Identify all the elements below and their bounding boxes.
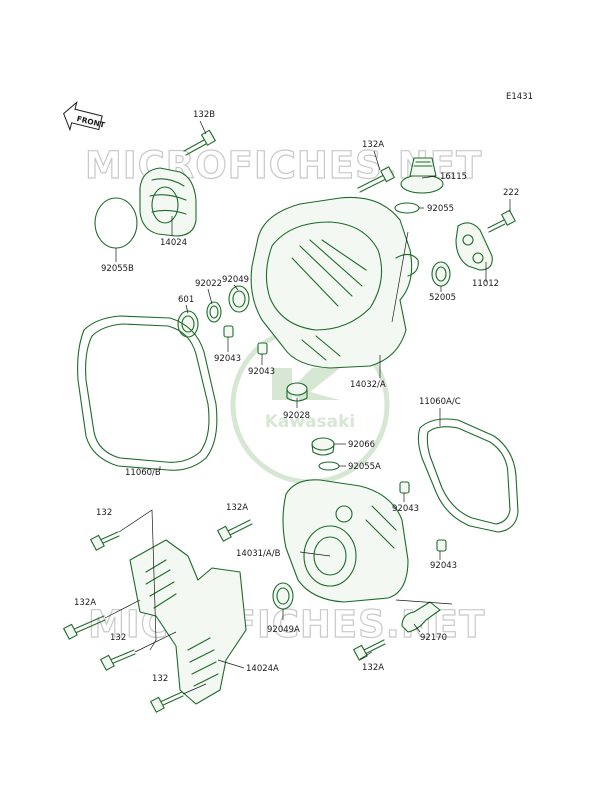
callout-132a-left: 132A <box>74 598 96 608</box>
callout-92028: 92028 <box>283 411 310 421</box>
callout-14024a: 14024A <box>246 664 279 674</box>
o-ring-92055 <box>394 202 420 214</box>
callout-92049a: 92049A <box>267 625 300 635</box>
callout-132a-top: 132A <box>362 140 384 150</box>
dowel-92043-d <box>436 539 447 552</box>
callout-92055a: 92055A <box>348 462 381 472</box>
clutch-cover-14032 <box>250 196 419 369</box>
seal-92049 <box>228 285 250 313</box>
bolt-132-a <box>90 531 120 551</box>
bolt-132b <box>183 129 216 156</box>
callout-92049: 92049 <box>222 275 249 285</box>
callout-132-a: 132 <box>96 508 112 518</box>
callout-92055b: 92055B <box>101 264 134 274</box>
bolt-132a-top <box>357 166 395 193</box>
plug-16115 <box>400 157 444 194</box>
callout-labels: 132B 132A 16115 222 92055 14024 92055B 1… <box>74 110 519 684</box>
callout-14031ab: 14031/A/B <box>236 549 281 559</box>
dowel-92043-c <box>399 481 410 494</box>
screw-222 <box>487 209 516 233</box>
callout-132-b: 132 <box>110 633 126 643</box>
callout-11012: 11012 <box>472 279 499 289</box>
callout-132a-mid: 132A <box>226 503 248 513</box>
bolt-132-b <box>100 649 136 671</box>
bearing-601 <box>177 310 199 338</box>
callout-222: 222 <box>503 188 519 198</box>
guard-14024a <box>129 539 247 705</box>
cover-14031 <box>282 479 409 603</box>
o-ring-92055b <box>94 197 138 249</box>
dowel-92043-b <box>257 342 268 355</box>
callout-92043-b: 92043 <box>248 367 275 377</box>
callout-92170: 92170 <box>420 633 447 643</box>
callout-132a-bot: 132A <box>362 663 384 673</box>
gasket-11060b <box>77 315 218 471</box>
callout-14032a: 14032/A <box>350 380 386 390</box>
callout-14024: 14024 <box>160 238 187 248</box>
clamp-92170 <box>401 601 441 633</box>
gasket-11060ac <box>417 418 519 533</box>
seal-52005 <box>431 261 451 287</box>
callout-92022: 92022 <box>195 279 222 289</box>
logo-emblem <box>272 368 340 400</box>
callout-16115: 16115 <box>440 172 467 182</box>
bolt-132-c <box>150 691 184 713</box>
callout-132-c: 132 <box>152 674 168 684</box>
callout-601: 601 <box>178 295 194 305</box>
callout-92043-d: 92043 <box>430 561 457 571</box>
logo-wordmark: Kawasaki <box>265 412 356 432</box>
front-arrow-icon: FRONT <box>63 101 107 132</box>
callout-92055: 92055 <box>427 204 454 214</box>
diagram-code: E1431 <box>506 92 533 102</box>
dowel-92043-a <box>223 325 234 338</box>
bolt-132a-mid <box>217 519 253 542</box>
cap-14024 <box>139 167 197 237</box>
callout-92043-c: 92043 <box>392 504 419 514</box>
leader-lines <box>104 120 511 695</box>
callout-11060b: 11060/B <box>125 468 161 478</box>
bolt-132a-left <box>63 615 106 640</box>
callout-132b: 132B <box>193 110 215 120</box>
washer-92022 <box>206 301 222 323</box>
callout-92066: 92066 <box>348 440 375 450</box>
plug-92066 <box>311 437 335 456</box>
o-ring-92055a <box>318 461 340 471</box>
gasket-11012 <box>455 222 493 271</box>
callout-52005: 52005 <box>429 293 456 303</box>
callout-11060ac: 11060A/C <box>419 397 461 407</box>
seal-92049a <box>272 582 294 610</box>
callout-92043-a: 92043 <box>214 354 241 364</box>
